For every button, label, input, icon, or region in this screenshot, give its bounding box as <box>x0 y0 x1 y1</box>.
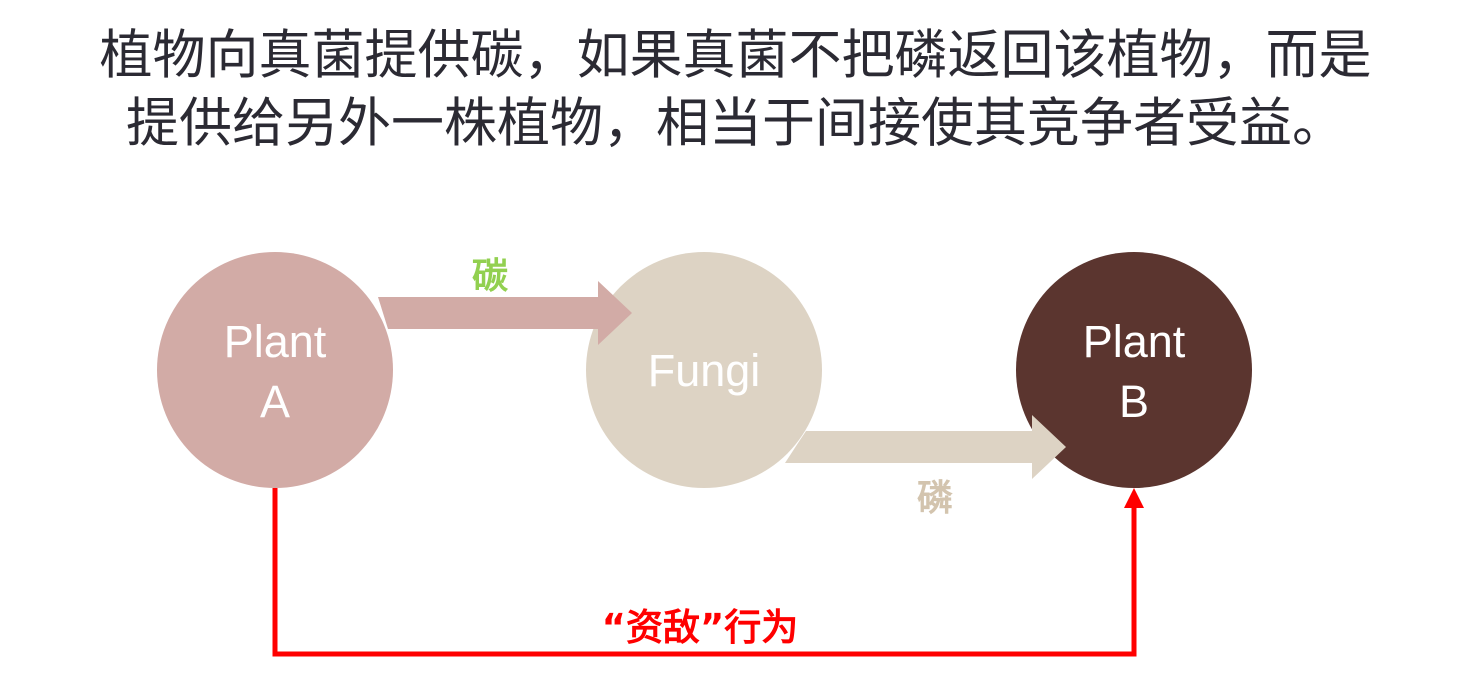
plant-b-label-line1: Plant <box>1083 316 1186 367</box>
plant-a-label-line1: Plant <box>224 316 327 367</box>
node-plant-b: Plant B <box>1016 252 1252 488</box>
plant-b-circle <box>1016 252 1252 488</box>
node-plant-a: Plant A <box>157 252 393 488</box>
behavior-arrowhead-icon <box>1124 488 1144 508</box>
fungi-circle <box>586 252 822 488</box>
node-fungi: Fungi <box>586 252 822 488</box>
edge-carbon: 碳 <box>360 256 632 345</box>
phosphorus-arrow-icon <box>785 415 1066 479</box>
plant-a-label-line2: A <box>260 376 290 427</box>
plant-b-label-line2: B <box>1119 376 1149 427</box>
carbon-label: 碳 <box>472 256 509 297</box>
edge-phosphorus: 磷 <box>785 415 1066 519</box>
title-line-1: 植物向真菌提供碳，如果真菌不把磷返回该植物，而是 <box>99 25 1372 86</box>
behavior-label: “资敌”行为 <box>602 606 799 649</box>
title-line-2: 提供给另外一株植物，相当于间接使其竞争者受益。 <box>126 93 1345 154</box>
fungi-label: Fungi <box>648 345 761 396</box>
phosphorus-label: 磷 <box>917 478 953 519</box>
carbon-arrow-icon <box>360 281 632 345</box>
plant-a-circle <box>157 252 393 488</box>
edge-behavior: “资敌”行为 <box>272 488 1144 657</box>
slide-title: 植物向真菌提供碳，如果真菌不把磷返回该植物，而是 提供给另外一株植物，相当于间接… <box>0 22 1471 158</box>
behavior-connector-line <box>272 488 1137 657</box>
